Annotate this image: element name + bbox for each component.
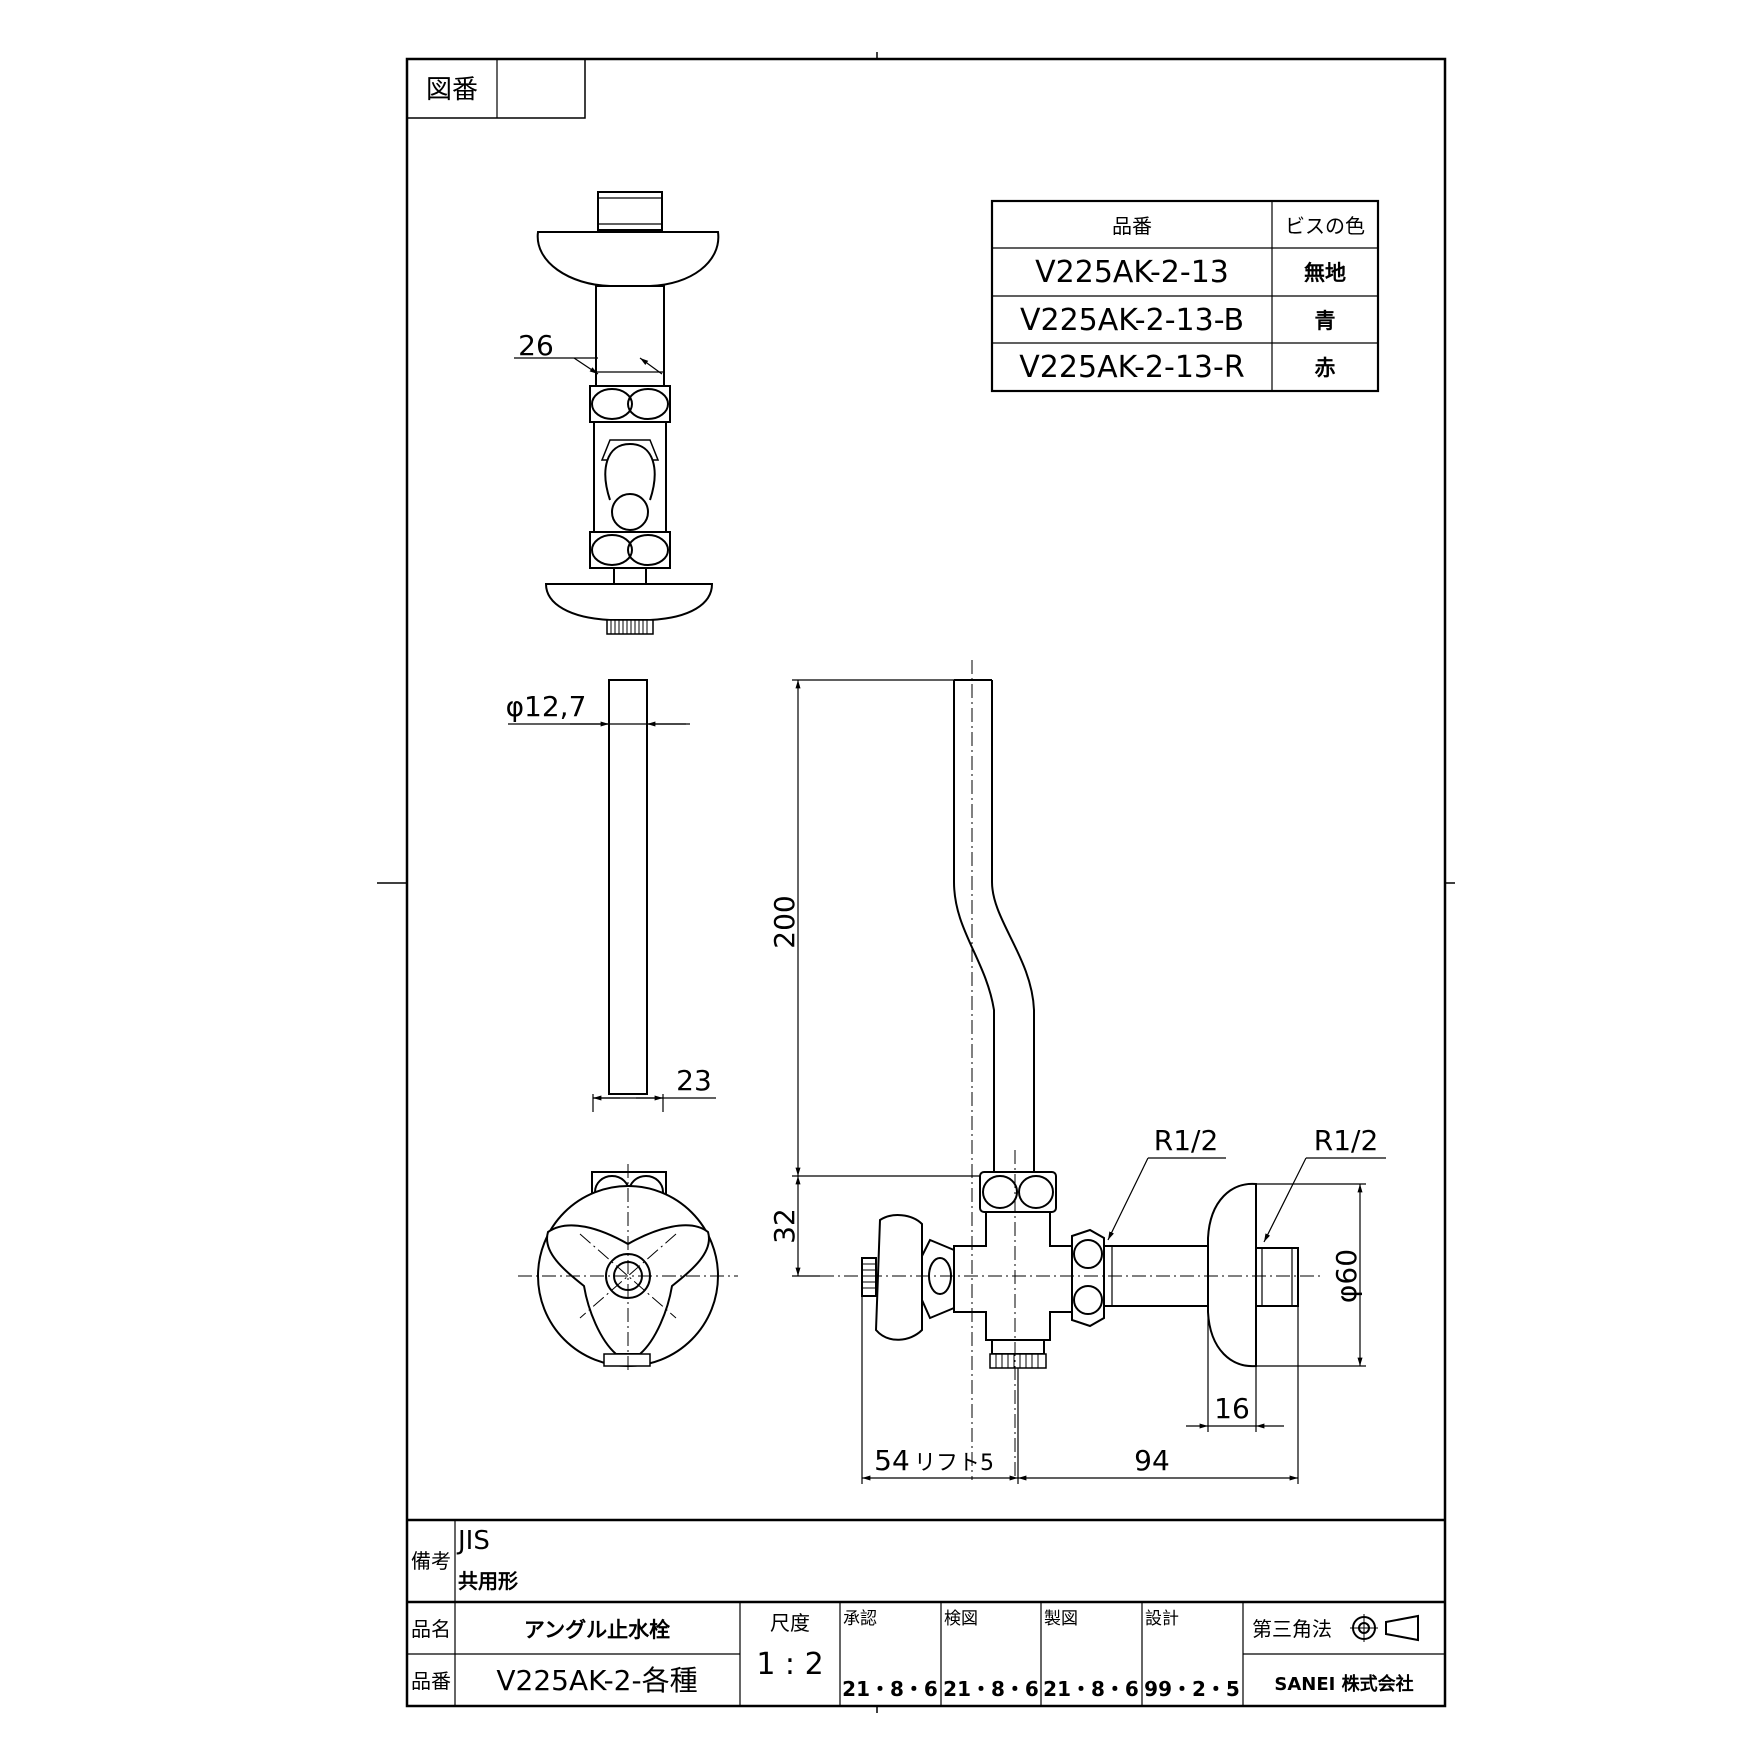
check-date: 21・8・6: [943, 1677, 1039, 1701]
drawing-frame: [377, 52, 1455, 1713]
scale-value: 1 : 2: [756, 1647, 823, 1682]
product-name-value: アングル止水栓: [524, 1618, 670, 1642]
title-block: 品名 アングル止水栓 品番 V225AK-2-各種 尺度 1 : 2 承認 21…: [407, 1600, 1445, 1706]
approve-label: 承認: [843, 1609, 877, 1629]
dimension-thread-left: R1/2: [1107, 1124, 1226, 1241]
product-number-value: V225AK-2-各種: [496, 1664, 697, 1697]
notes-label: 備考: [411, 1549, 451, 1573]
notes-line-2: 共用形: [458, 1569, 518, 1593]
spec-row-3-color: 赤: [1315, 356, 1336, 380]
dimension-200: 200: [768, 679, 980, 1177]
spec-row-2-color: 青: [1315, 309, 1336, 333]
drawing-number-label: 図番: [426, 75, 478, 105]
dim-26-text: 26: [518, 329, 554, 362]
spec-header-color: ビスの色: [1285, 214, 1365, 238]
spec-row-1-part: V225AK-2-13: [1035, 255, 1229, 290]
top-view: [536, 191, 720, 635]
spec-row-1-color: 無地: [1304, 261, 1346, 285]
dim-23-text: 23: [676, 1064, 712, 1097]
dim-16-text: 16: [1214, 1392, 1250, 1425]
dim-12-7-text: φ12,7: [506, 690, 587, 723]
dim-60-text: φ60: [1330, 1249, 1363, 1303]
product-number-label: 品番: [411, 1669, 451, 1693]
dimension-23: 23: [593, 1064, 716, 1101]
notes-line-1: JIS: [456, 1526, 490, 1556]
dim-94-text: 94: [1134, 1444, 1170, 1477]
drawing-number-box: 図番: [406, 58, 586, 119]
dim-thread-left-text: R1/2: [1154, 1124, 1219, 1157]
spec-header-part: 品番: [1112, 214, 1152, 238]
dim-32-text: 32: [768, 1208, 801, 1244]
spec-row-2-part: V225AK-2-13-B: [1020, 303, 1244, 338]
dimension-32: 32: [768, 1176, 820, 1277]
notes-block: 備考 JIS 共用形: [407, 1518, 1445, 1602]
company-name: SANEI 株式会社: [1274, 1673, 1413, 1695]
approve-date: 21・8・6: [842, 1677, 938, 1701]
dimension-16: 16: [1186, 1312, 1284, 1432]
dimension-54-94: 54 リフト5 94: [861, 1296, 1299, 1484]
design-label: 設計: [1145, 1609, 1179, 1629]
dimension-thread-right: R1/2: [1263, 1124, 1386, 1243]
dim-lift-text: リフト5: [914, 1451, 994, 1476]
design-date: 99・2・5: [1144, 1677, 1240, 1701]
third-angle-projection-icon: [1350, 1614, 1419, 1642]
projection-label: 第三角法: [1252, 1617, 1332, 1641]
spec-row-3-part: V225AK-2-13-R: [1019, 350, 1244, 385]
dimension-26: 26: [514, 329, 663, 375]
dimension-12-7: φ12,7: [506, 690, 690, 727]
dimension-60: φ60: [1256, 1183, 1366, 1367]
check-label: 検図: [944, 1609, 978, 1629]
dim-200-text: 200: [768, 895, 801, 948]
spec-table: 品番 ビスの色 V225AK-2-13 無地 V225AK-2-13-B 青 V…: [990, 199, 1380, 393]
front-view: [518, 679, 738, 1370]
dim-thread-right-text: R1/2: [1314, 1124, 1379, 1157]
scale-label: 尺度: [770, 1611, 810, 1635]
side-view: [820, 660, 1320, 1480]
product-name-label: 品名: [411, 1617, 451, 1641]
dim-54-text: 54: [874, 1444, 910, 1477]
draw-date: 21・8・6: [1043, 1677, 1139, 1701]
draw-label: 製図: [1044, 1609, 1078, 1629]
